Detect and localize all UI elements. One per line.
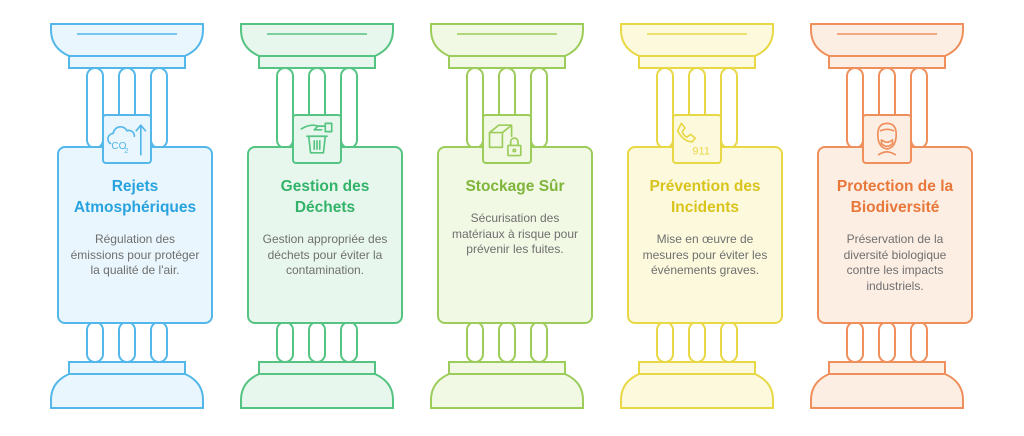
pillar-title: Stockage Sûr: [465, 178, 565, 195]
pillar-description: Mise en œuvre de mesures pour éviter les…: [642, 232, 768, 277]
pillar-description: Régulation des émissions pour protéger l…: [70, 232, 200, 277]
phone-911-icon: 911: [672, 114, 722, 164]
pillar-decoration: [430, 23, 584, 409]
pillar-decoration: [50, 23, 204, 409]
co2-label: CO: [111, 141, 126, 152]
pillar-title: Protection de la Biodiversité: [836, 178, 954, 216]
pillar-description: Préservation de la diversité biologique …: [843, 232, 947, 293]
pillar-description: Gestion appropriée des déchets pour évit…: [262, 232, 388, 277]
locked-box-icon: [482, 114, 532, 164]
pillar-title: Rejets Atmosphériques: [73, 178, 197, 216]
pillar-decoration: [620, 23, 774, 409]
person-mask-icon: [862, 114, 912, 164]
hand-trash-icon: [292, 114, 342, 164]
pillar-decoration: [810, 23, 964, 409]
pillar-description: Sécurisation des matériaux à risque pour…: [451, 211, 579, 256]
pillar-title: Prévention des Incidents: [649, 178, 761, 216]
pillar-decoration: [240, 23, 394, 409]
co2-subscript: 2: [124, 146, 128, 155]
pillar-title: Gestion des Déchets: [280, 178, 370, 216]
co2-cloud-icon: CO 2: [102, 114, 152, 164]
emergency-number: 911: [692, 146, 710, 158]
